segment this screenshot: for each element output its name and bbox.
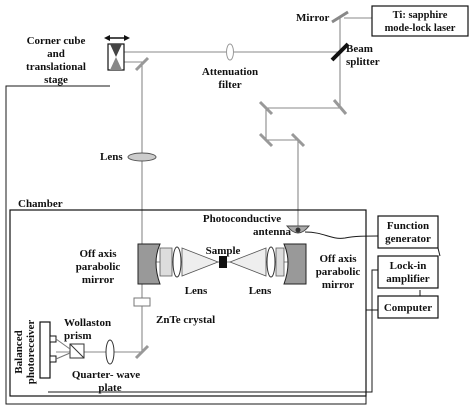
cable-left-loop [5, 85, 378, 405]
beam-splitter-label-1: Beam [346, 43, 373, 55]
mirror-near-cube [134, 56, 150, 72]
laser-box [371, 5, 469, 37]
lockin-label-1: Lock-in [390, 260, 427, 272]
beam-splitter-down [265, 52, 341, 226]
chamber-label: Chamber [18, 198, 63, 210]
photoreceiver-label-2: photoreceiver [25, 320, 37, 385]
photoreceiver-label-1: Balanced [13, 330, 25, 373]
function-generator-box [377, 215, 439, 249]
cable-antenna-to-fg [304, 231, 379, 239]
antenna-label-2: antenna [253, 226, 291, 238]
lens-right-icon [266, 246, 276, 278]
corner-cube-icon [107, 43, 125, 71]
mirror-top [331, 10, 349, 24]
balanced-photoreceiver-icon [39, 321, 71, 379]
corner-cube-label-3: translational [26, 61, 86, 73]
lens-top-icon [127, 152, 157, 162]
off-axis-right-label-2: parabolic [316, 266, 361, 278]
beam-splitter-label-2: splitter [346, 56, 380, 68]
lens-right-label: Lens [249, 285, 272, 297]
attenuation-filter-icon [226, 43, 234, 61]
left-parabolic-mirror-icon [137, 243, 161, 285]
corner-cube-label-4: stage [44, 74, 68, 86]
chamber-box [9, 209, 367, 397]
wollaston-prism-icon [69, 343, 85, 359]
beam-splitter-icon [330, 42, 350, 62]
znte-crystal-icon [133, 297, 151, 307]
computer-box [377, 295, 439, 319]
znte-label: ZnTe crystal [156, 314, 215, 326]
lens-left-label: Lens [185, 285, 208, 297]
translation-arrow-icon [104, 35, 130, 41]
mirror-bottom [134, 344, 150, 360]
off-axis-right-label-3: mirror [322, 279, 354, 291]
lens-top-label: Lens [100, 151, 123, 163]
function-generator-label-1: Function [387, 220, 429, 232]
quarter-wave-label-2: plate [98, 382, 121, 394]
mirror-label: Mirror [296, 12, 330, 24]
quarter-wave-plate-icon [105, 339, 115, 365]
photoconductive-antenna-icon [285, 225, 311, 234]
sample-label: Sample [206, 245, 241, 257]
thz-beam-cones [159, 247, 285, 277]
lockin-box [377, 255, 439, 289]
lens-left-icon [172, 246, 182, 278]
cable-receiver-to-lockin [48, 269, 378, 393]
laser-label-1: Ti: sapphire [393, 10, 448, 21]
off-axis-left-label-3: mirror [82, 274, 114, 286]
corner-cube-label-1: Corner cube [27, 35, 86, 47]
corner-cube-label-2: and [47, 48, 65, 60]
attenuation-filter-label-1: Attenuation [202, 66, 258, 78]
laser-label-2: mode-lock laser [385, 23, 456, 34]
attenuation-filter-label-2: filter [218, 79, 241, 91]
beam-cube-return [122, 61, 143, 335]
wollaston-label-1: Wollaston [64, 317, 111, 329]
sample-icon [219, 256, 227, 268]
cable-fg-to-lockin [437, 247, 441, 257]
cables [5, 85, 441, 405]
off-axis-right-label-1: Off axis [320, 253, 358, 265]
off-axis-left-label-2: parabolic [76, 261, 121, 273]
wollaston-label-2: prism [64, 330, 92, 342]
function-generator-label-2: generator [385, 233, 431, 245]
lockin-label-2: amplifier [386, 273, 429, 285]
right-parabolic-mirror-icon [283, 243, 307, 285]
quarter-wave-label-1: Quarter- wave [72, 369, 140, 381]
computer-label: Computer [384, 302, 432, 314]
steering-mirrors [258, 99, 348, 148]
off-axis-left-label-1: Off axis [80, 248, 118, 260]
antenna-label-1: Photoconductive [203, 213, 281, 225]
